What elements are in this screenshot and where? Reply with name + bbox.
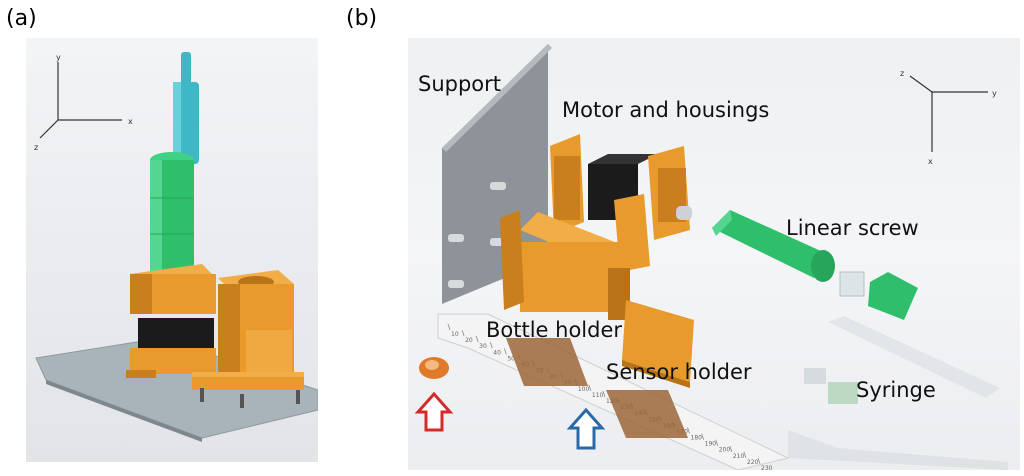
- ruler-tick-label: 30: [479, 343, 487, 350]
- panel-label-b: (b): [346, 6, 378, 31]
- callout-bottle-holder: Bottle holder: [486, 318, 623, 342]
- callout-support: Support: [418, 72, 502, 96]
- linear-screw-exploded: [712, 210, 918, 320]
- ruler-tick-mark: [475, 336, 479, 343]
- axis-label-y-a: y: [56, 53, 61, 62]
- motor-and-housings-exploded: [550, 134, 692, 272]
- callout-motor-and-housings: Motor and housings: [562, 98, 770, 122]
- syringe-exploded: [788, 316, 1008, 470]
- ruler-tick-mark: [715, 439, 719, 446]
- axis-label-x-a: x: [128, 117, 133, 126]
- ruler-tick-label: 210: [733, 453, 745, 460]
- ruler-tick-label: 190: [705, 441, 717, 448]
- ruler-tick-mark: [503, 348, 507, 355]
- syringe-rod: [173, 52, 199, 164]
- ruler-tick-mark: [687, 427, 690, 434]
- wood-strip-2: [606, 390, 688, 438]
- ruler-tick-label: 50: [507, 355, 515, 362]
- ruler-tick-mark: [701, 433, 705, 440]
- ruler-tick-mark: [743, 451, 747, 459]
- ruler-tick-label: 100: [578, 386, 590, 393]
- axis-label-y-b: y: [992, 89, 997, 98]
- blue-arrow-icon: [566, 407, 606, 450]
- ruler-tick-label: 10: [451, 331, 459, 338]
- motor-housing-assembled: [126, 264, 216, 378]
- axes-triad-b: [909, 75, 988, 152]
- ruler-tick-mark: [757, 457, 761, 465]
- panel-label-a: (a): [6, 6, 37, 31]
- ruler-tick-label: 230: [761, 465, 773, 470]
- wood-strip-1: [506, 338, 588, 386]
- bottle-holder-assembled: [192, 270, 304, 390]
- exploded-view-render: 1020304050607080901001101201301401501601…: [414, 44, 1008, 470]
- axis-label-z-a: z: [34, 143, 38, 152]
- sensor-disk: [419, 357, 449, 379]
- ruler-tick-mark: [489, 342, 493, 349]
- axis-label-x-b: x: [928, 157, 933, 166]
- ruler-tick-mark: [602, 390, 606, 398]
- assembled-device-render: y x z: [34, 52, 318, 442]
- ruler-tick-label: 200: [719, 447, 731, 454]
- ruler-tick-label: 220: [747, 459, 759, 466]
- callout-linear-screw: Linear screw: [786, 216, 919, 240]
- support-plate: [442, 44, 552, 304]
- ruler-tick-label: 110: [592, 392, 604, 399]
- sensor-holder-exploded: [622, 300, 694, 388]
- bottle-holder-exploded: [500, 210, 630, 320]
- callout-sensor-holder: Sensor holder: [606, 360, 752, 384]
- panel-b-exploded-view: 1020304050607080901001101201301401501601…: [408, 38, 1020, 470]
- ruler-tick-mark: [461, 329, 465, 337]
- red-arrow-icon: [414, 391, 454, 432]
- panel-a-assembled-device: y x z: [26, 38, 318, 462]
- ruler-tick-label: 20: [465, 337, 473, 344]
- axes-triad-a: [39, 62, 122, 139]
- support-feet: [200, 388, 300, 408]
- ruler-tick-label: 40: [493, 349, 501, 356]
- ruler-tick-label: 180: [691, 435, 703, 442]
- linear-screw-assembled: [150, 152, 194, 276]
- callout-syringe: Syringe: [856, 378, 936, 402]
- axis-label-z-b: z: [900, 69, 904, 78]
- ruler-tick-mark: [588, 384, 592, 392]
- ruler-tick-mark: [729, 445, 733, 452]
- ruler-tick-mark: [447, 323, 451, 331]
